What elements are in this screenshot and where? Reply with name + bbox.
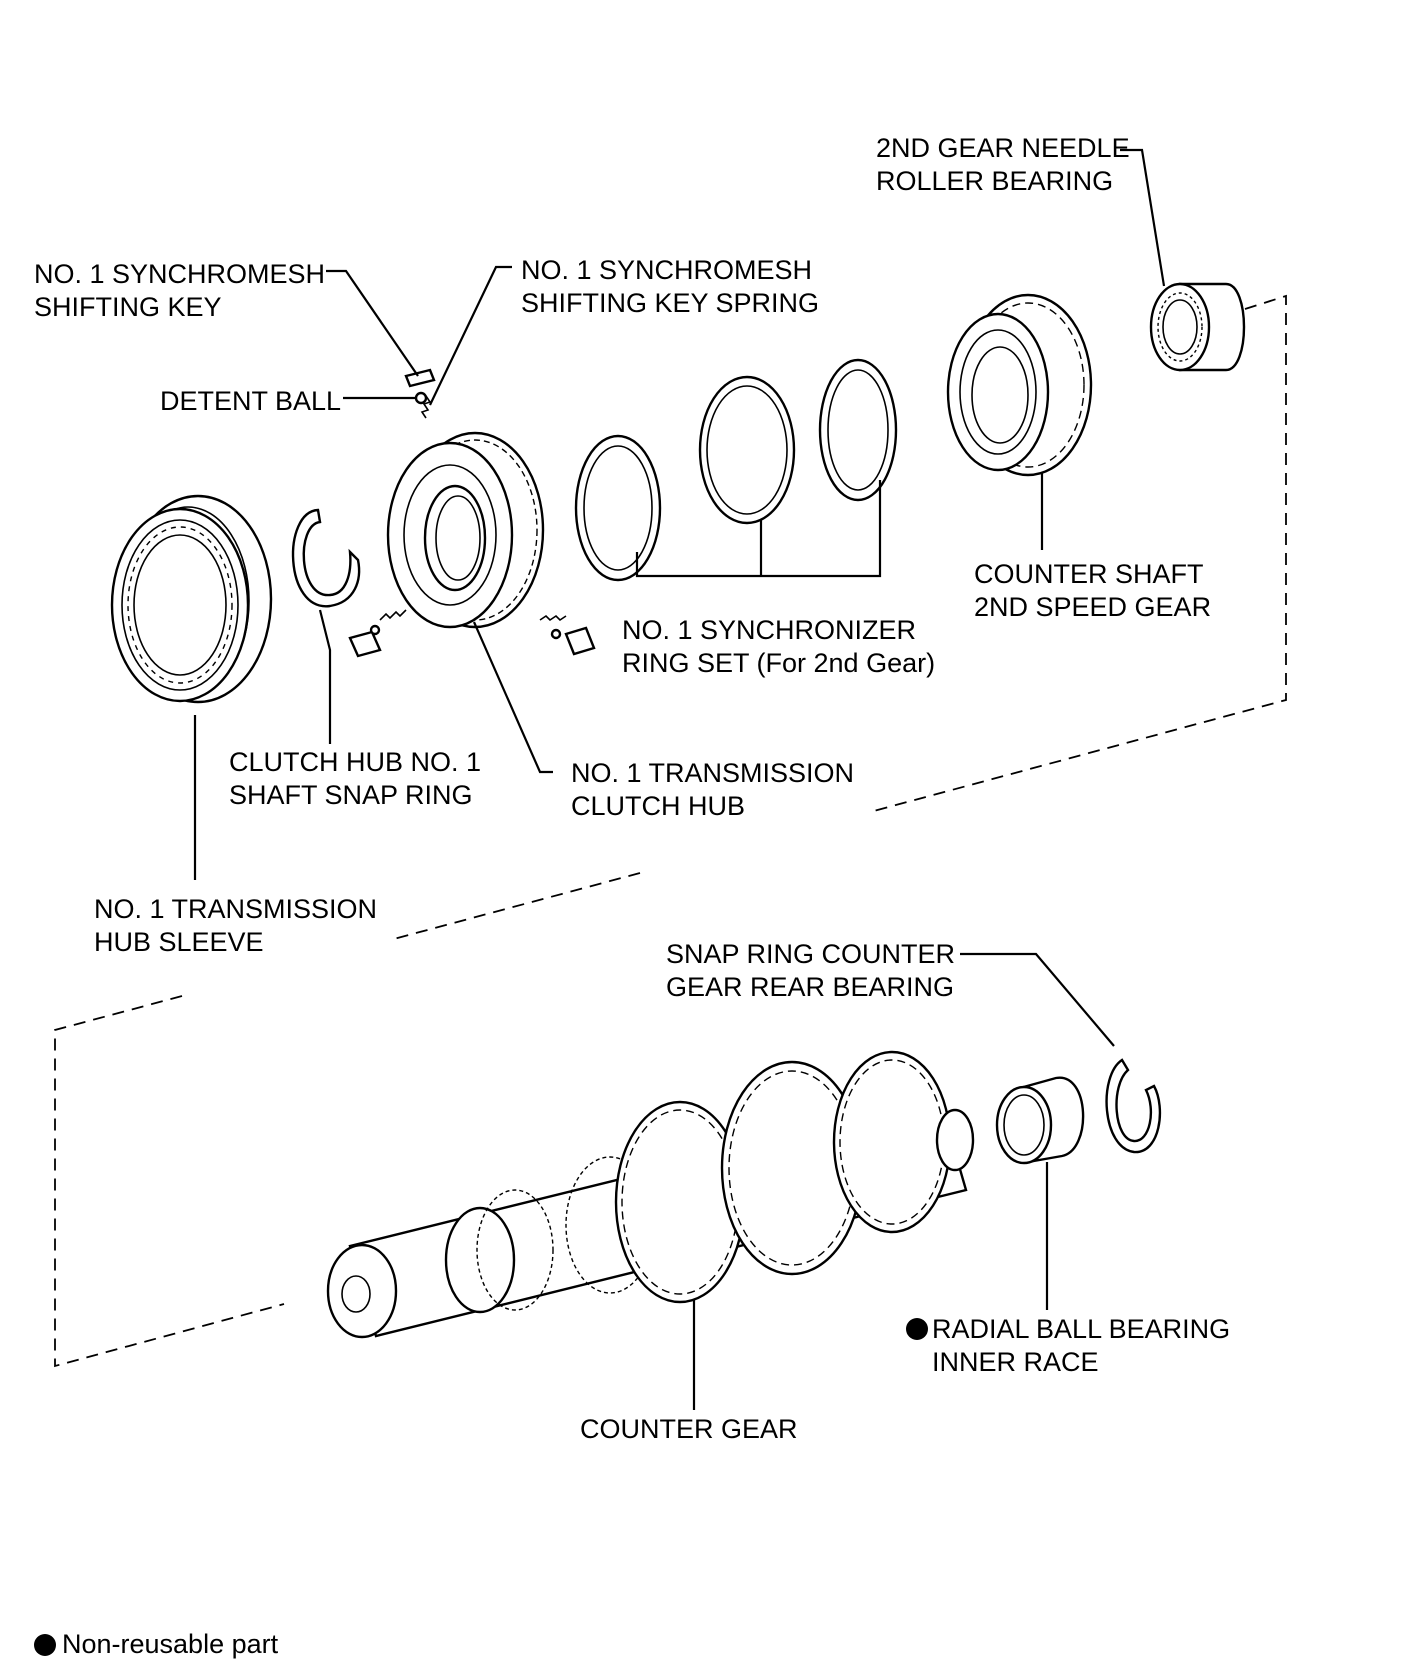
label-key-spring-line1: NO. 1 SYNCHROMESH [521, 255, 812, 285]
label-hub-sleeve-line1: NO. 1 TRANSMISSION [94, 894, 377, 924]
label-snap-ring-rear-bearing-line1: SNAP RING COUNTER [666, 939, 955, 969]
label-clutch-hub: NO. 1 TRANSMISSION CLUTCH HUB [571, 758, 854, 821]
label-inner-race-line1: RADIAL BALL BEARING [932, 1314, 1230, 1344]
clutch-hub-snap-ring-part [291, 508, 361, 608]
label-snap-ring-clutch-hub: CLUTCH HUB NO. 1 SHAFT SNAP RING [229, 747, 481, 810]
legend-text: Non-reusable part [62, 1629, 279, 1659]
label-snap-ring-clutch-hub-line1: CLUTCH HUB NO. 1 [229, 747, 481, 777]
snap-ring-rear-bearing-part [1105, 1058, 1162, 1154]
label-shifting-key-line1: NO. 1 SYNCHROMESH [34, 259, 325, 289]
label-inner-race: RADIAL BALL BEARING INNER RACE [906, 1314, 1230, 1377]
label-hub-sleeve: NO. 1 TRANSMISSION HUB SLEEVE [94, 894, 377, 957]
label-clutch-hub-line1: NO. 1 TRANSMISSION [571, 758, 854, 788]
label-snap-ring-clutch-hub-line2: SHAFT SNAP RING [229, 780, 473, 810]
counter-gear-part [326, 1050, 975, 1339]
label-needle-bearing-line1: 2ND GEAR NEEDLE [876, 133, 1130, 163]
assembly-guide-lines [54, 294, 1287, 1368]
counter-shaft-2nd-gear-part [946, 293, 1093, 477]
label-key-spring-line2: SHIFTING KEY SPRING [521, 288, 819, 318]
clutch-hub-part [348, 368, 596, 658]
label-detent-ball: DETENT BALL [160, 386, 341, 416]
label-detent-ball-line1: DETENT BALL [160, 386, 341, 416]
legend: Non-reusable part [34, 1629, 279, 1659]
label-needle-bearing-line2: ROLLER BEARING [876, 166, 1113, 196]
non-reusable-marker-icon [906, 1318, 928, 1340]
label-snap-ring-rear-bearing: SNAP RING COUNTER GEAR REAR BEARING [666, 939, 955, 1002]
needle-roller-bearing-part [1149, 282, 1246, 372]
label-synchronizer-ring-set: NO. 1 SYNCHRONIZER RING SET (For 2nd Gea… [622, 615, 935, 678]
label-clutch-hub-line2: CLUTCH HUB [571, 791, 745, 821]
label-counter-shaft-2nd-gear-line2: 2ND SPEED GEAR [974, 592, 1211, 622]
synchronizer-ring-set-part [574, 358, 898, 582]
hub-sleeve-part [110, 494, 273, 704]
label-snap-ring-rear-bearing-line2: GEAR REAR BEARING [666, 972, 954, 1002]
label-key-spring: NO. 1 SYNCHROMESH SHIFTING KEY SPRING [521, 255, 819, 318]
label-counter-shaft-2nd-gear-line1: COUNTER SHAFT [974, 559, 1204, 589]
label-shifting-key-line2: SHIFTING KEY [34, 292, 222, 322]
label-needle-bearing: 2ND GEAR NEEDLE ROLLER BEARING [876, 133, 1130, 196]
label-inner-race-line2: INNER RACE [932, 1347, 1099, 1377]
legend-marker-icon [34, 1634, 56, 1656]
label-hub-sleeve-line2: HUB SLEEVE [94, 927, 264, 957]
leader-lines [193, 148, 1166, 1410]
label-counter-gear-line1: COUNTER GEAR [580, 1414, 798, 1444]
label-shifting-key: NO. 1 SYNCHROMESH SHIFTING KEY [34, 259, 325, 322]
label-synchronizer-ring-set-line1: NO. 1 SYNCHRONIZER [622, 615, 916, 645]
label-synchronizer-ring-set-line2: RING SET (For 2nd Gear) [622, 648, 935, 678]
label-counter-shaft-2nd-gear: COUNTER SHAFT 2ND SPEED GEAR [974, 559, 1211, 622]
inner-race-part [995, 1076, 1085, 1165]
label-counter-gear: COUNTER GEAR [580, 1414, 798, 1444]
